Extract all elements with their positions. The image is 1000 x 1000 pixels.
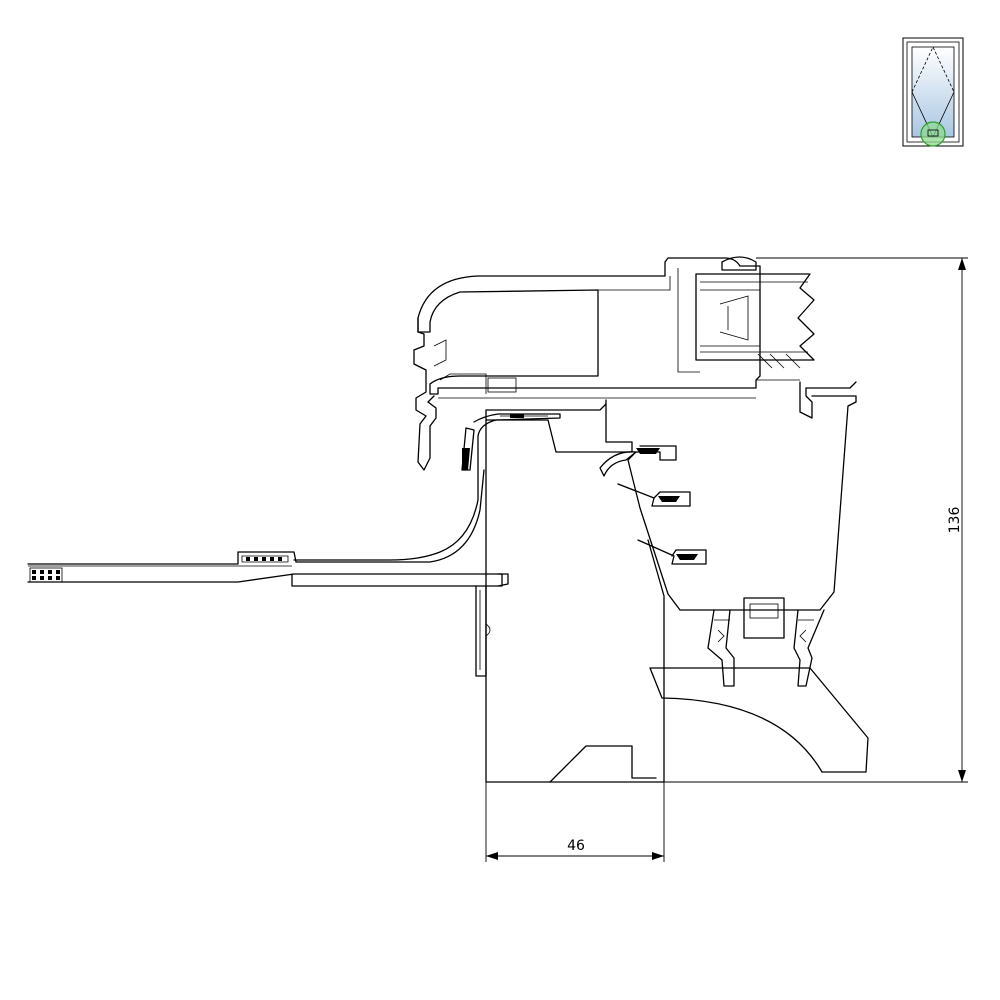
window-board — [27, 413, 561, 677]
height-dimension: 136 — [664, 257, 968, 783]
width-dimension-label: 46 — [567, 838, 585, 854]
window-casement-icon[interactable] — [902, 37, 964, 147]
section-marker-icon — [920, 121, 946, 147]
width-dimension: 46 — [485, 782, 665, 862]
sash-profile — [413, 256, 857, 471]
height-dimension-label: 136 — [947, 507, 963, 534]
frame-profile — [485, 395, 869, 783]
